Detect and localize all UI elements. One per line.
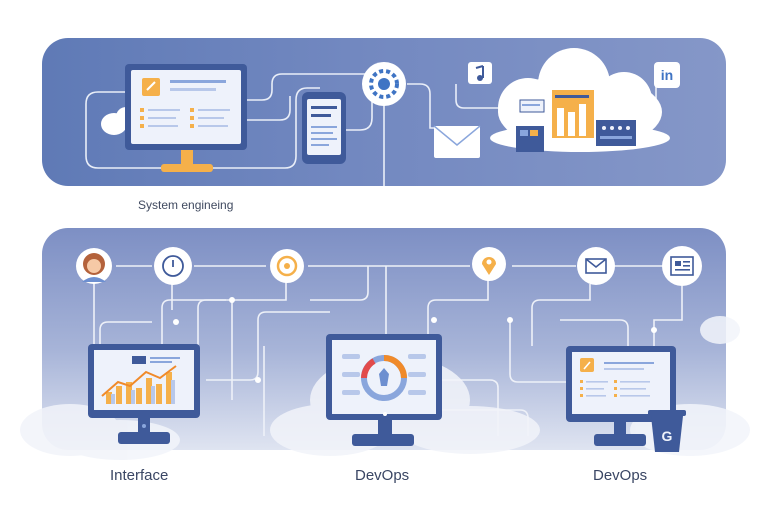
settings-gear-icon [362,62,406,106]
orange-badge-icon [270,249,304,283]
avatar-icon [76,248,112,284]
bottom-connector-lines [93,265,683,436]
junction-dots [173,297,657,383]
linkedin-icon: in [654,62,680,88]
linkedin-icon-label: in [661,67,673,83]
music-note-icon [468,62,492,84]
mail-icon [577,247,615,285]
mobile-device-icon [302,92,346,164]
monitor-devops-right [566,346,676,446]
recycle-bin-label: G [662,428,673,444]
email-envelope-icon [433,125,481,158]
caption-interface: Interface [110,467,169,484]
cloud-bar-chart [516,90,636,152]
document-icon [662,246,702,286]
clock-icon [154,247,192,285]
recycle-bin-icon: G [648,410,686,452]
caption-devops-right: DevOps [593,467,648,484]
monitor-devops-center [326,334,442,446]
monitor-interface [88,344,200,444]
location-pin-icon [472,247,506,281]
desktop-monitor-top [125,64,247,172]
caption-system-engineering: System engineing [138,198,234,212]
caption-devops-center: DevOps [355,467,410,484]
